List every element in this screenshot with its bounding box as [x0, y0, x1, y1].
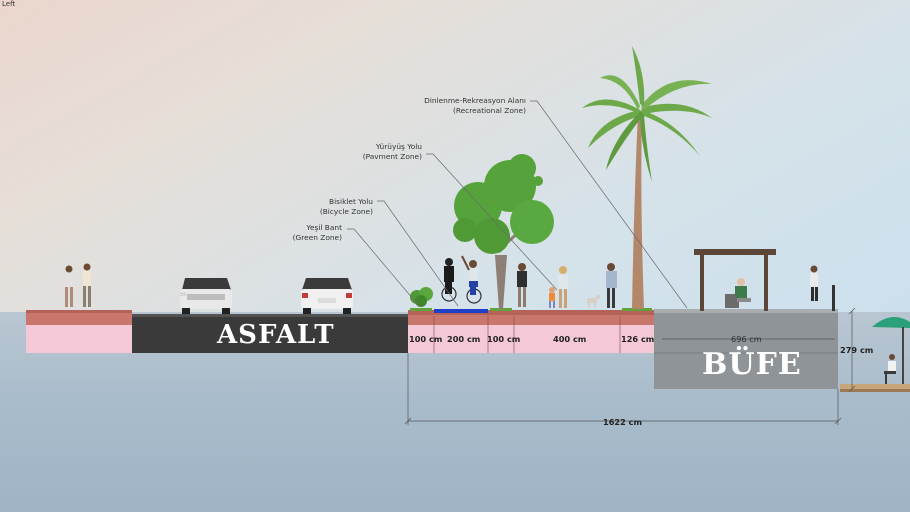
- tree-icon: [453, 154, 554, 309]
- bike-lane-strip: [434, 309, 488, 313]
- bush-icon: [410, 287, 433, 307]
- grass-strip-right: [490, 308, 512, 311]
- dim-kiosk-height: 279 cm: [840, 345, 874, 355]
- annotation-pavement-tr: Yürüyüş Yolu: [375, 142, 422, 151]
- dim-green-left: 100 cm: [409, 334, 443, 344]
- kiosk-post: [832, 285, 835, 311]
- person-icon: [65, 265, 73, 307]
- annotation-green-en: (Green Zone): [292, 233, 342, 242]
- person-icon: [83, 263, 91, 307]
- grass-strip-left: [410, 308, 432, 311]
- promenade-section: [408, 308, 654, 353]
- dim-green-right: 100 cm: [487, 334, 521, 344]
- annotation-recreational: Dinlenme-Rekreasyon Alanı (Recreational …: [410, 96, 526, 116]
- person-icon: [884, 354, 896, 384]
- annotation-pavement-en: (Pavment Zone): [362, 152, 422, 161]
- dim-recreational: 126 cm: [621, 334, 655, 344]
- cyclist-icon: [461, 255, 482, 304]
- cyclist-icon: [441, 258, 457, 302]
- annotation-bicycle: Bisiklet Yolu (Bicycle Zone): [300, 197, 373, 217]
- dog-icon: [587, 294, 601, 308]
- person-icon: [725, 278, 751, 308]
- dim-kiosk-width: 696 cm: [731, 334, 762, 344]
- asphalt-road: [132, 316, 408, 353]
- person-icon: [558, 266, 568, 308]
- left-sidewalk: [26, 310, 132, 353]
- umbrella-icon: [872, 317, 910, 384]
- annotation-leaders: [347, 100, 688, 309]
- annotation-green-tr: Yeşil Bant: [306, 223, 342, 232]
- annotation-recreational-en: (Recreational Zone): [452, 106, 526, 115]
- dimension-lines: [404, 307, 856, 425]
- dim-bicycle: 200 cm: [447, 334, 481, 344]
- pergola-icon: [694, 249, 776, 311]
- kiosk-label: BÜFE: [702, 347, 802, 382]
- palm-tree-icon: [582, 46, 712, 309]
- person-icon: [517, 263, 527, 307]
- annotation-pavement: Yürüyüş Yolu (Pavment Zone): [340, 142, 422, 162]
- car-icon: [180, 278, 232, 314]
- right-pier: [840, 384, 910, 392]
- dim-total: 1622 cm: [603, 417, 643, 427]
- grass-strip-rec: [622, 308, 652, 311]
- asphalt-label: ASFALT: [217, 320, 335, 350]
- view-label: Left: [2, 0, 16, 8]
- annotation-bicycle-tr: Bisiklet Yolu: [329, 197, 373, 206]
- annotation-recreational-tr: Dinlenme-Rekreasyon Alanı: [424, 96, 526, 105]
- car-icon: [301, 278, 353, 314]
- person-icon: [606, 263, 617, 308]
- person-icon: [549, 287, 555, 308]
- dim-pavement: 400 cm: [553, 334, 587, 344]
- asphalt-top-line: [132, 314, 408, 317]
- annotation-green: Yeşil Bant (Green Zone): [274, 223, 342, 243]
- kiosk-block: [654, 309, 838, 389]
- annotation-bicycle-en: (Bicycle Zone): [319, 207, 373, 216]
- person-icon: [810, 265, 818, 301]
